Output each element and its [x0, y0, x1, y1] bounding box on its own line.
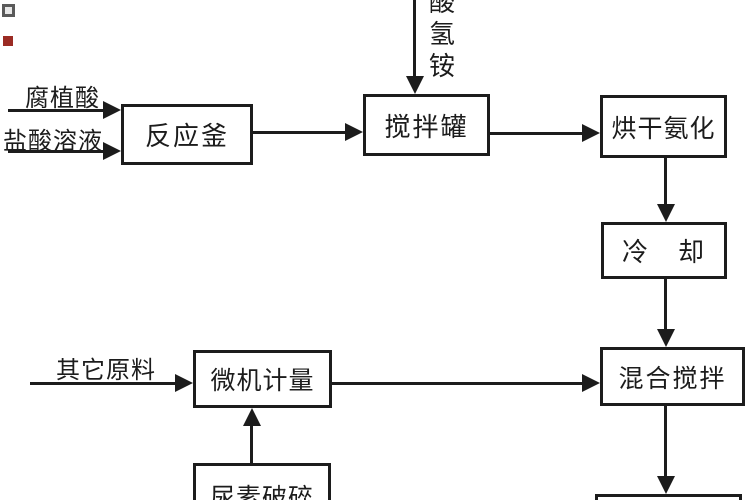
node-computer-metering: 微机计量	[193, 350, 332, 408]
edge-humic-acid-line	[8, 109, 104, 112]
edge-metering-mix-arrowhead	[582, 374, 600, 392]
red-bullet-icon	[3, 36, 13, 46]
edge-othermat-metering-arrowhead	[175, 374, 193, 392]
node-mix-stir: 混合搅拌	[600, 347, 745, 406]
node-dry-ammoniation-label: 烘干氨化	[611, 115, 716, 143]
edge-urea-metering-line	[250, 426, 253, 465]
node-mix-stir-label: 混合搅拌	[618, 365, 727, 393]
node-bottom-cutoff	[595, 494, 742, 500]
edge-stirtank-dry-line	[490, 132, 583, 135]
edge-dry-cooling-line	[664, 158, 667, 206]
edge-cooling-mix-arrowhead	[657, 329, 675, 347]
node-stir-tank-label: 搅拌罐	[384, 112, 469, 142]
edge-feed-stirtank-arrowhead	[406, 76, 424, 94]
node-dry-ammoniation: 烘干氨化	[600, 95, 727, 158]
node-reactor-label: 反应釜	[144, 122, 229, 151]
edge-hcl-arrowhead	[103, 142, 121, 160]
edge-cooling-mix-line	[664, 279, 667, 331]
edge-reactor-stirtank-line	[253, 131, 346, 134]
node-urea-crushing: 尿素破碎	[193, 463, 331, 500]
edge-feed-stirtank-line	[413, 0, 416, 77]
node-urea-crushing-label: 尿素破碎	[209, 485, 314, 500]
edge-othermat-metering-line	[30, 382, 176, 385]
edge-mix-bottom-line	[664, 406, 667, 477]
label-other-materials: 其它原料	[56, 358, 156, 384]
node-cooling-label: 冷 却	[621, 238, 706, 267]
label-ammonium-bicarbonate-vertical: 酸氢铵	[428, 0, 455, 81]
node-reactor: 反应釜	[121, 104, 253, 165]
node-stir-tank: 搅拌罐	[363, 94, 490, 156]
label-humic-acid: 腐植酸	[25, 86, 100, 112]
broken-image-icon	[2, 4, 15, 17]
edge-stirtank-dry-arrowhead	[582, 124, 600, 142]
node-cooling: 冷 却	[601, 222, 727, 279]
edge-humic-acid-arrowhead	[103, 101, 121, 119]
edge-urea-metering-arrowhead	[243, 408, 261, 426]
edge-dry-cooling-arrowhead	[657, 204, 675, 222]
edge-mix-bottom-arrowhead	[657, 476, 675, 494]
edge-hcl-line	[8, 150, 104, 153]
node-computer-metering-label: 微机计量	[210, 368, 315, 395]
edge-reactor-stirtank-arrowhead	[345, 123, 363, 141]
edge-metering-mix-line	[332, 382, 583, 385]
